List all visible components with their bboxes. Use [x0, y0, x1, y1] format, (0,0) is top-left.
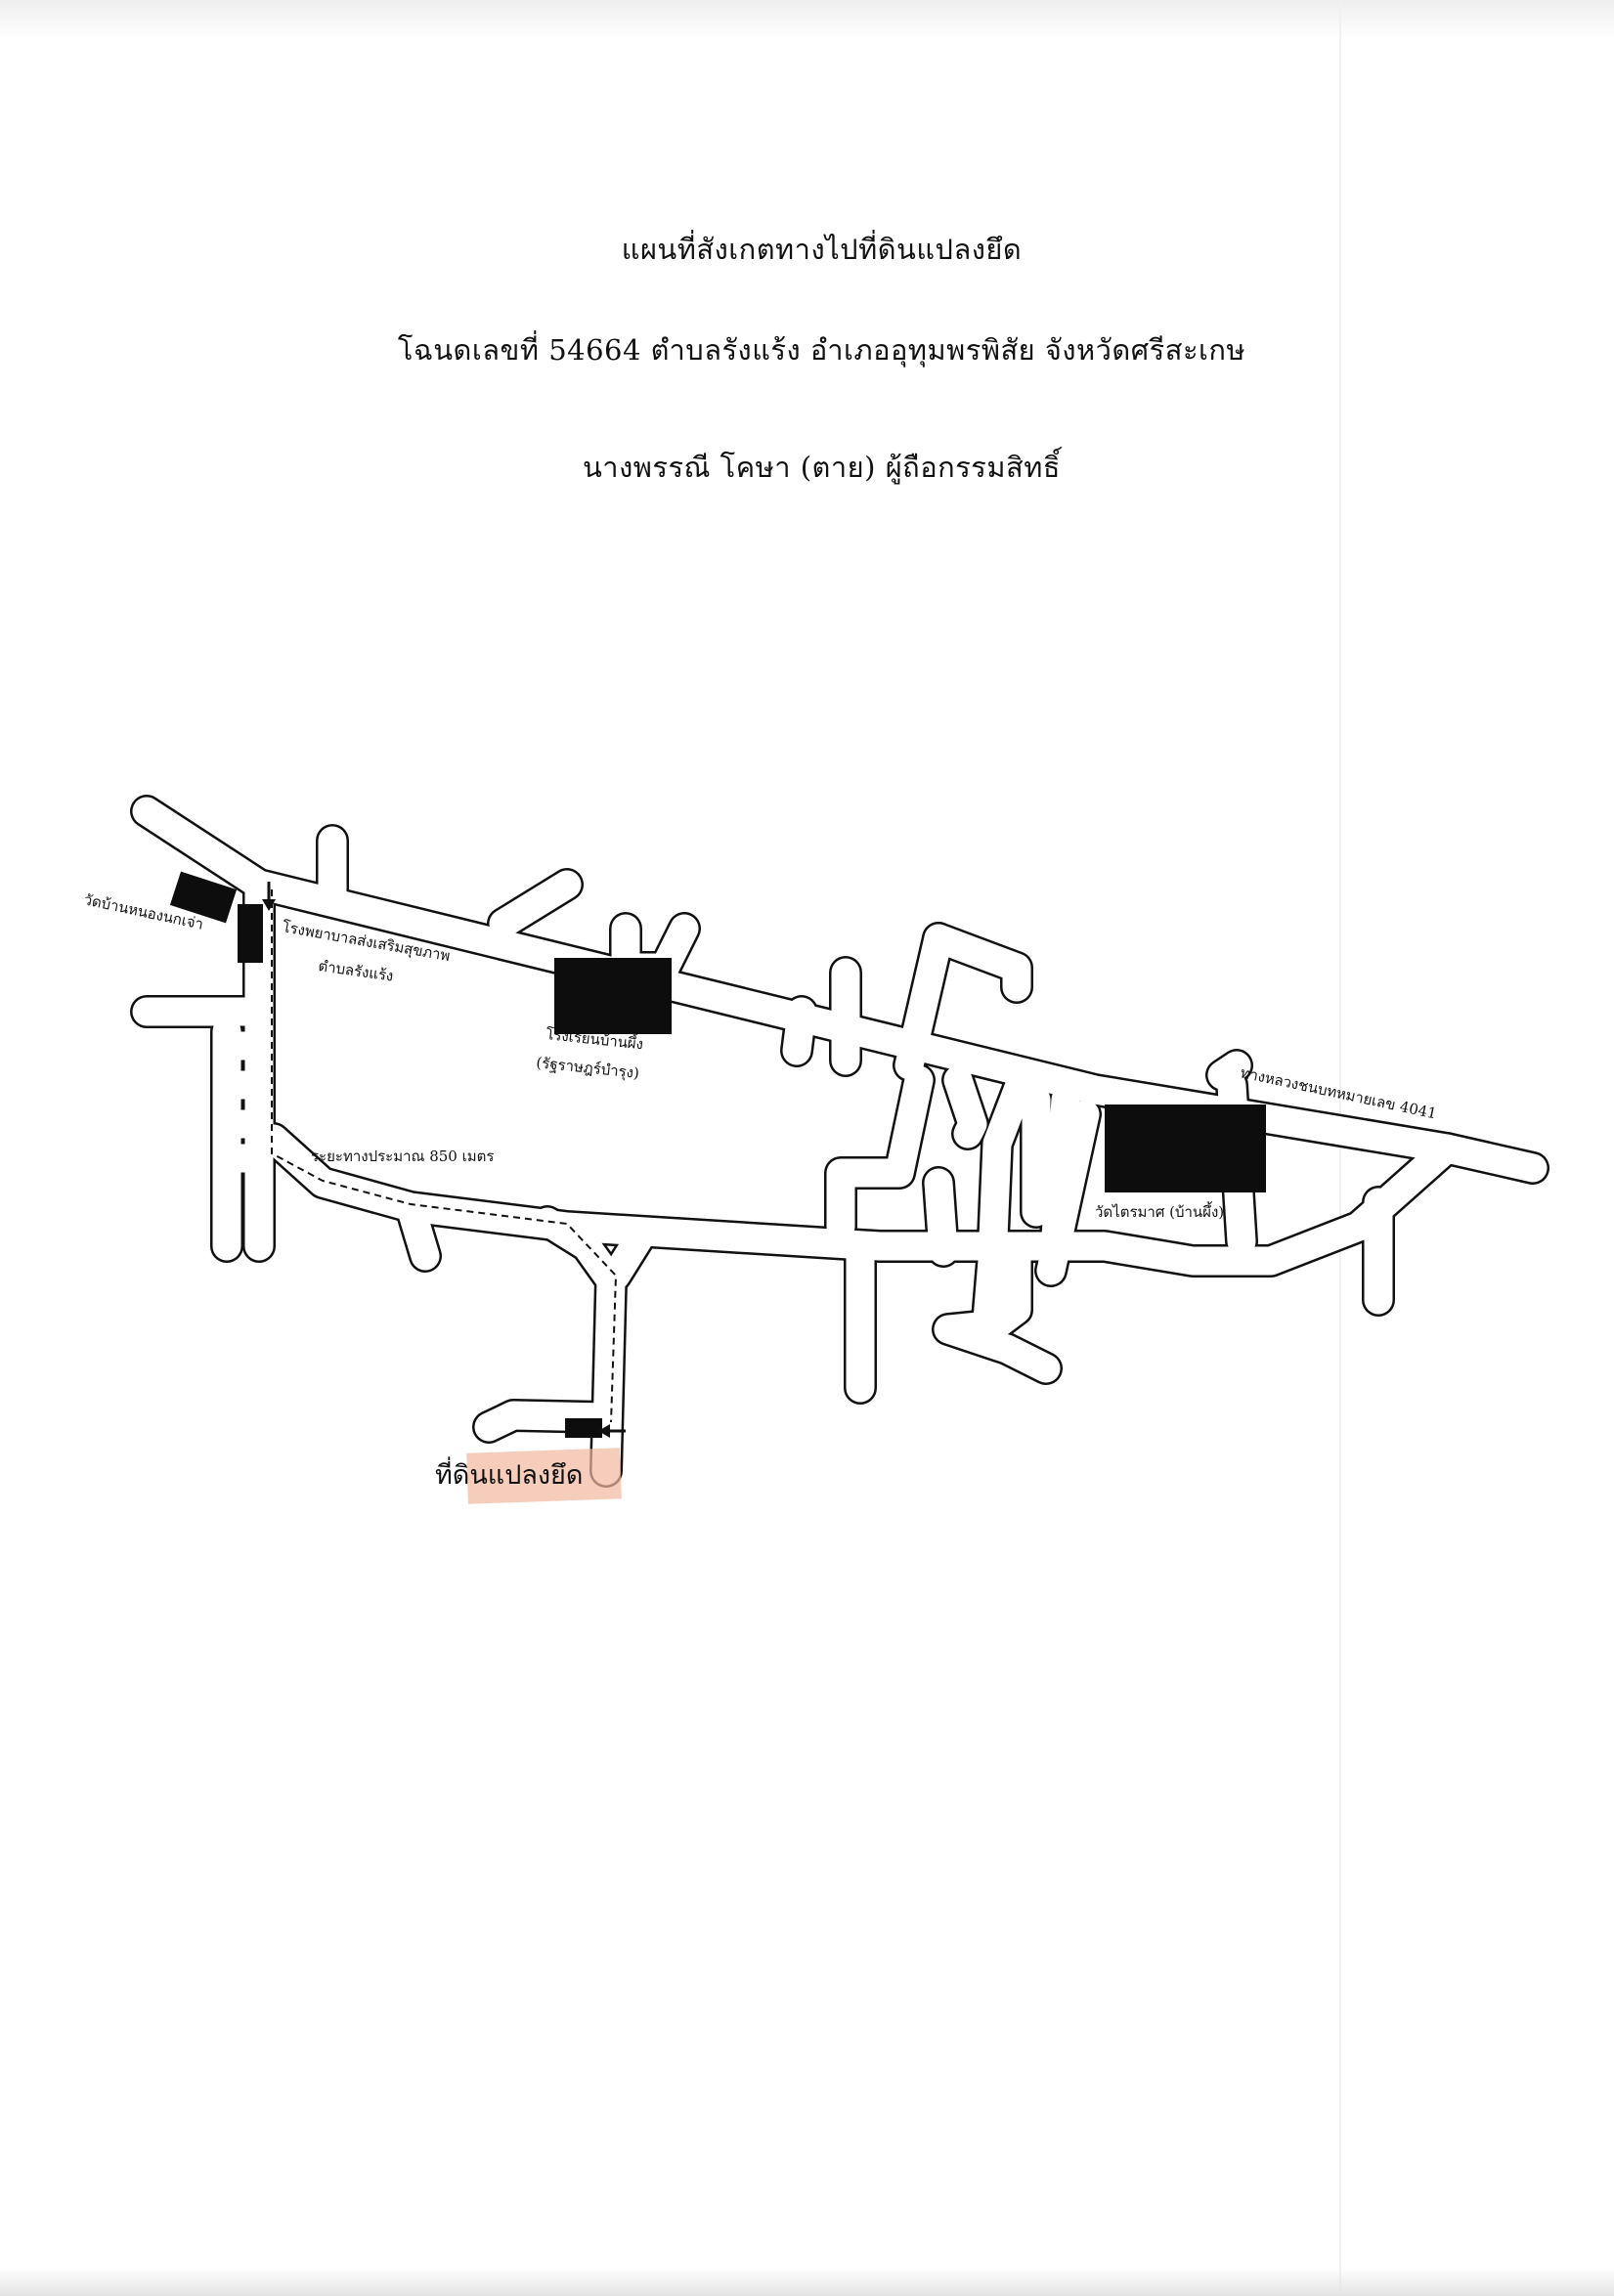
- seized-label-highlight: [466, 1448, 622, 1504]
- seized-land-block: [565, 1418, 602, 1438]
- map-title: แผนที่สังเกตทางไปที่ดินแปลงยึด: [621, 233, 1023, 266]
- scan-shadow-top: [0, 0, 1614, 39]
- route-dashed-line: [271, 889, 618, 1423]
- seized-land-label: ที่ดินแปลงยึด: [435, 1456, 583, 1491]
- scan-shadow-bottom: [0, 2267, 1614, 2296]
- school-block: [554, 958, 672, 1034]
- hospital-arrow-icon: [262, 882, 276, 911]
- hospital-block: [238, 904, 263, 963]
- distance-label: ระยะทางประมาณ 850 เมตร: [311, 1148, 494, 1165]
- temple-trai-mat-block: [1105, 1105, 1266, 1192]
- owner-line: นางพรรณี โคษา (ตาย) ผู้ถือกรรมสิทธิ์: [582, 451, 1062, 484]
- seized-land-arrow-icon: [598, 1424, 626, 1438]
- road-network: [130, 795, 1549, 1488]
- school-label-line2: (รัฐราษฎร์บำรุง): [535, 1054, 639, 1083]
- paper-fold-line: [1339, 0, 1341, 2296]
- temple-nong-nok-khao-block: [169, 871, 238, 924]
- deed-line: โฉนดเลขที่ 54664 ตำบลรังแร้ง อำเภออุทุมพ…: [397, 333, 1246, 367]
- temple-trai-mat-label: วัดไตรมาศ (บ้านผึ้ง): [1095, 1201, 1224, 1221]
- hospital-label-line2: ตำบลรังแร้ง: [317, 957, 394, 985]
